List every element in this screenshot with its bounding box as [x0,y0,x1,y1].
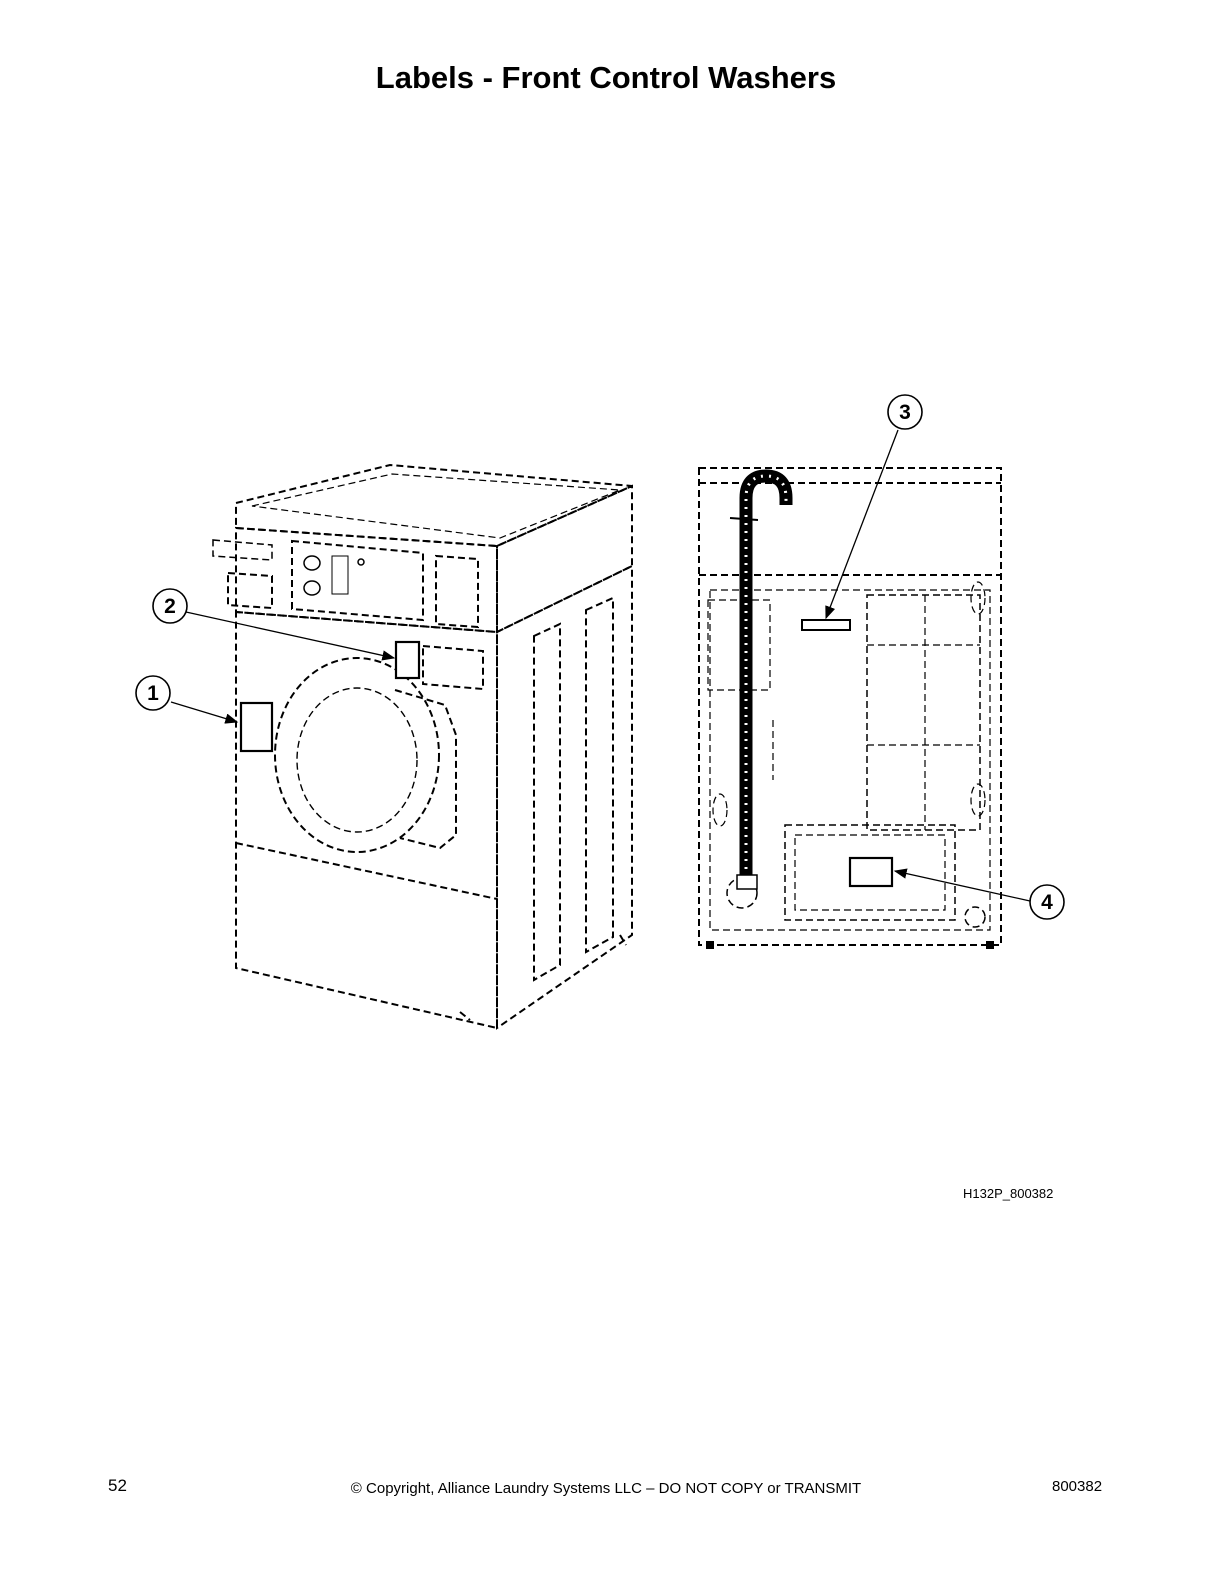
label-3-shape [801,619,851,631]
rear-feet [706,941,994,949]
drain-hose [729,469,793,890]
control-knobs [303,555,365,596]
callout-leaders [170,429,1031,902]
callout-1-number: 1 [147,682,159,705]
callout-4-number: 4 [1041,891,1053,914]
page-number: 52 [108,1476,127,1495]
label-4-shape [848,856,894,888]
page-title: Labels - Front Control Washers [375,60,837,95]
callout-3: 3 [887,394,923,430]
callout-3-number: 3 [899,401,911,424]
callout-2-number: 2 [164,595,176,618]
label-2-shape [394,640,421,680]
copyright-notice: © Copyright, Alliance Laundry Systems LL… [350,1480,862,1497]
callout-4: 4 [1029,884,1065,920]
document-number: 800382 [1052,1478,1103,1495]
label-1-shape [239,701,274,753]
front-washer-illustration [212,463,633,1030]
figure-id: H132P_800382 [963,1186,1054,1201]
callout-2: 2 [152,588,188,624]
callout-1: 1 [135,675,171,711]
